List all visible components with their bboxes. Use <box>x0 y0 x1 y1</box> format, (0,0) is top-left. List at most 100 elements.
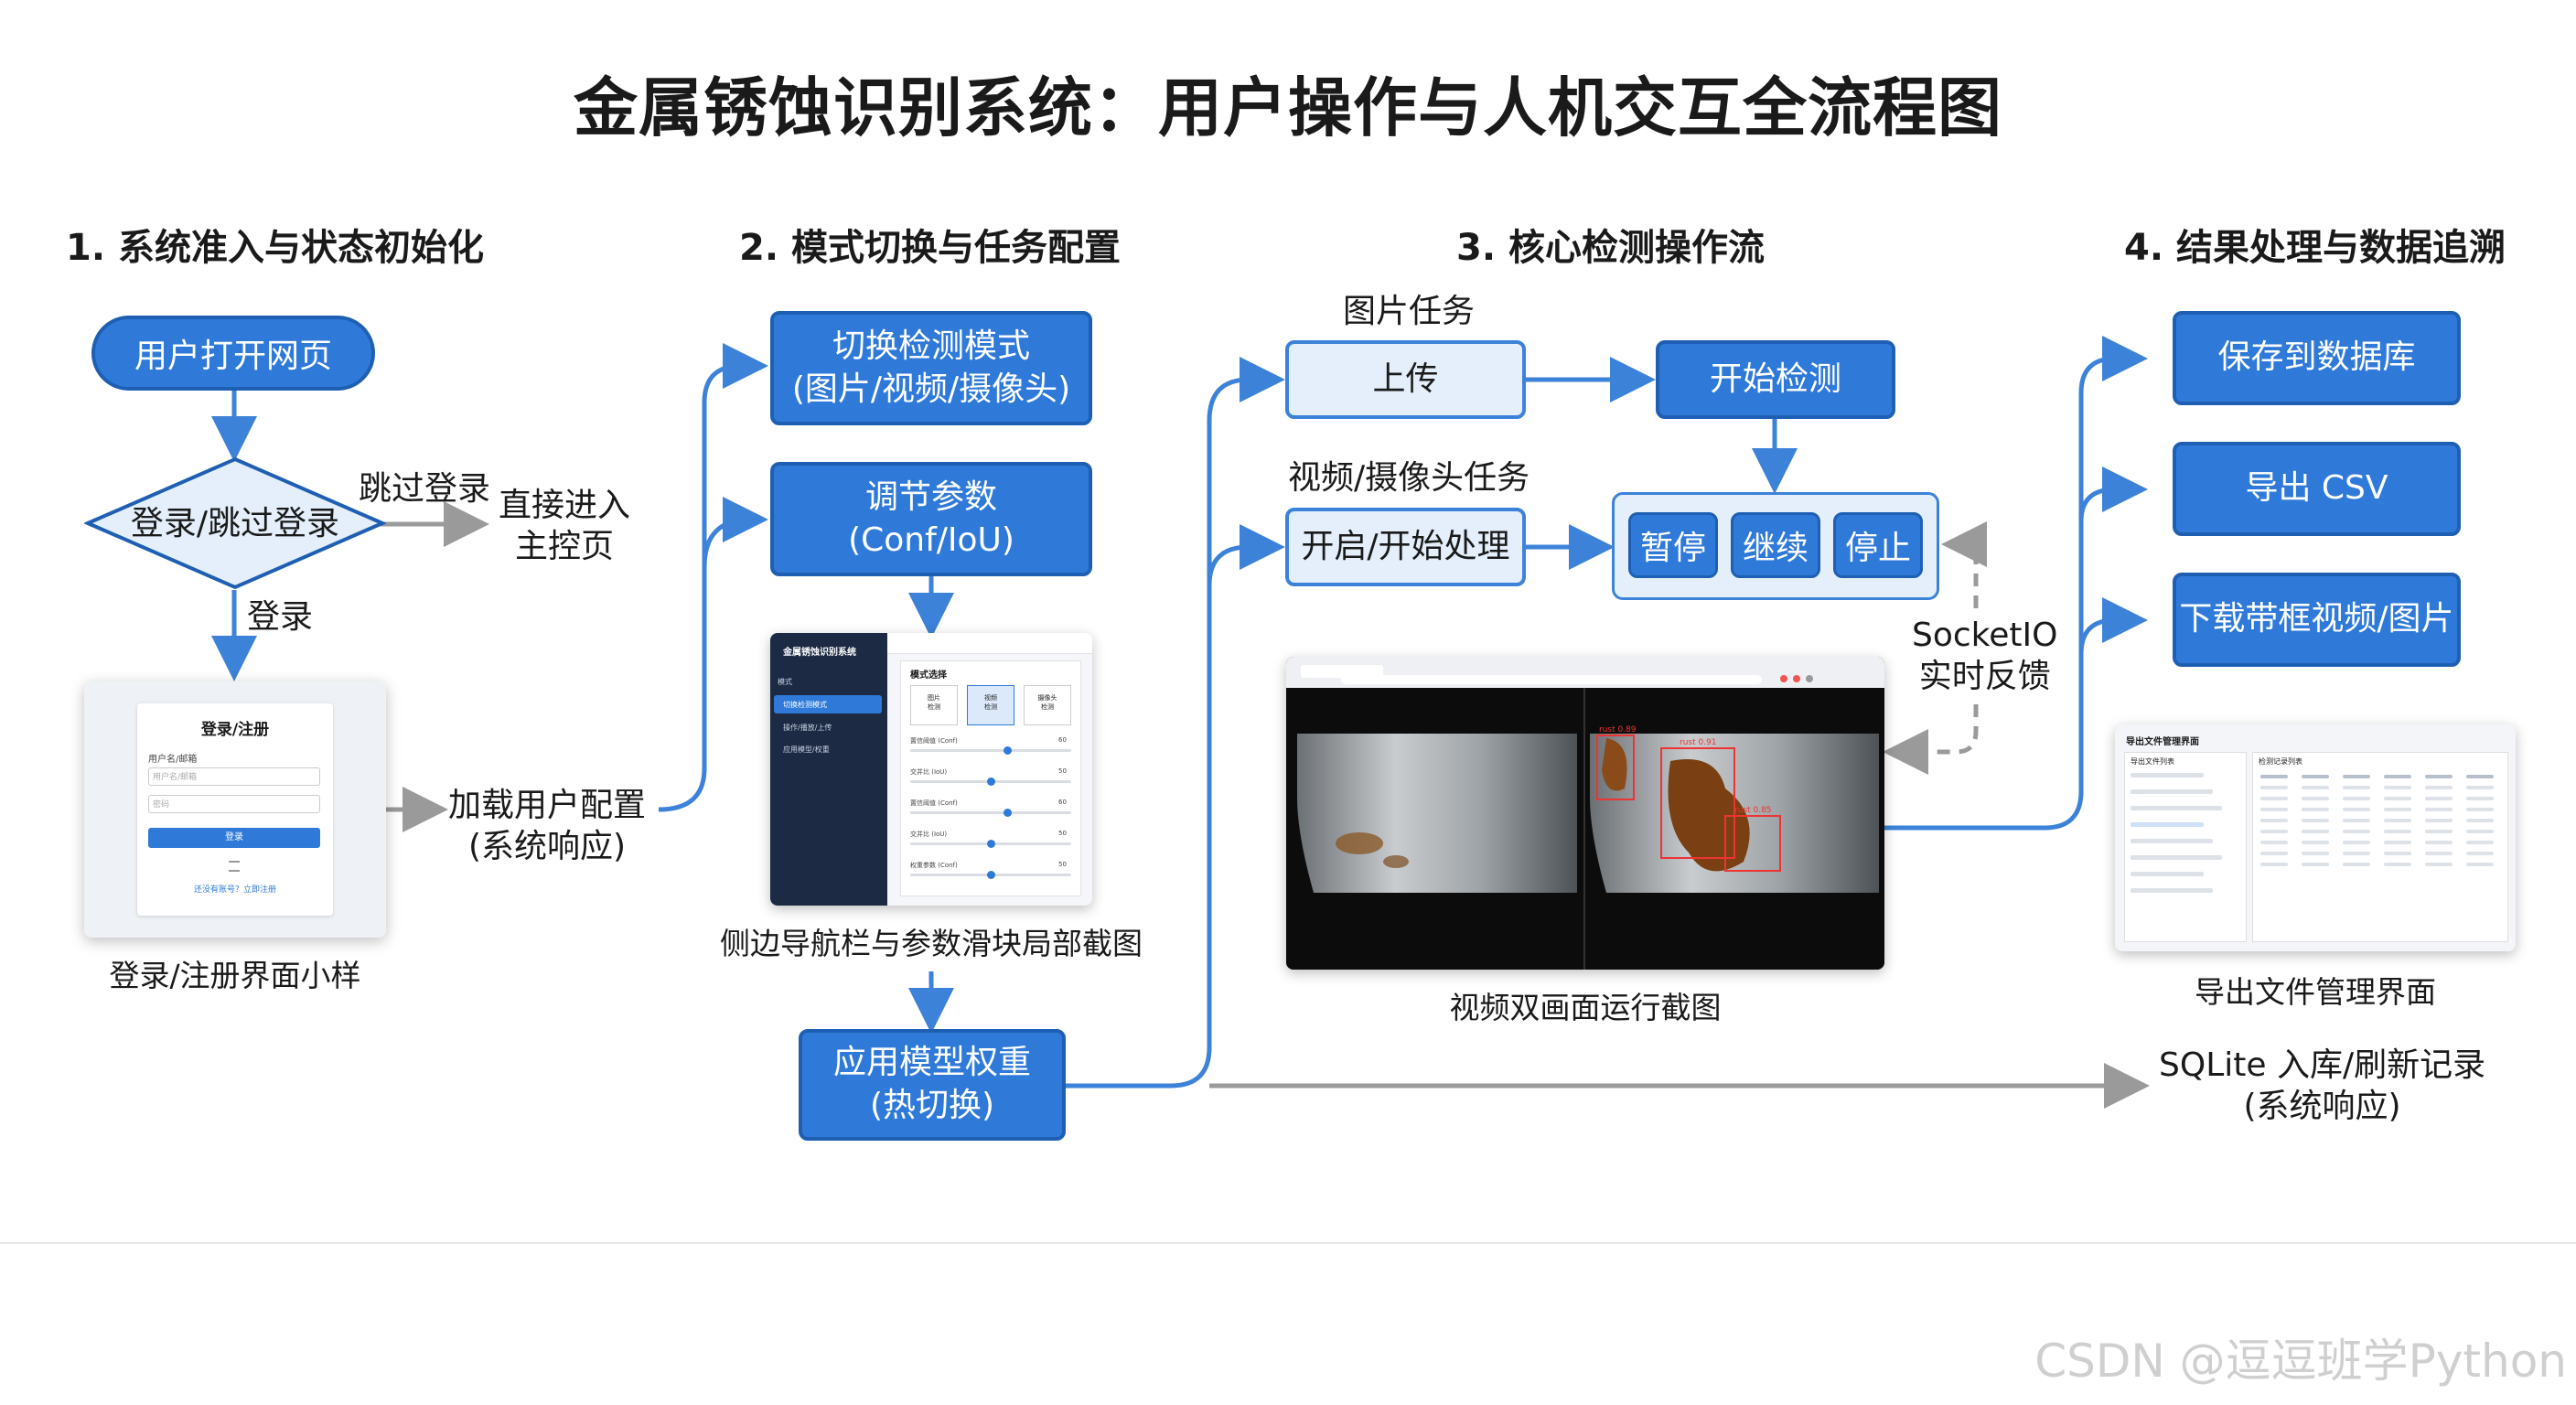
mini-table-header-cell <box>2425 775 2453 778</box>
switch-mode-node: 切换检测模式 (图片/视频/摄像头) <box>770 311 1092 425</box>
apply-weights-line2: (热切换) <box>869 1087 995 1124</box>
arrow-apply-to-upload <box>1066 357 1285 1089</box>
mini-browser-bar <box>1286 657 1884 689</box>
video-dual-screenshot: rust 0.91 rust 0.89 rust 0.85 <box>1286 657 1884 970</box>
start-process-node: 开启/开始处理 <box>1285 508 1526 586</box>
pause-button[interactable]: 暂停 <box>1628 512 1718 578</box>
right-rust-patch <box>1668 759 1750 872</box>
mini-table-cell <box>2260 819 2288 822</box>
mini-table-cell <box>2302 819 2329 822</box>
mini-file-row[interactable] <box>2131 839 2213 843</box>
login-card-user-label: 用户名/邮箱 <box>148 755 198 765</box>
detect-box-2 <box>1724 815 1781 872</box>
mini-slider-handle[interactable] <box>987 840 995 848</box>
mini-slider-handle[interactable] <box>987 778 995 786</box>
sqlite-line2: (系统响应) <box>2243 1088 2401 1125</box>
login-card-user-input[interactable]: 用户名/邮箱 <box>148 767 320 786</box>
arrow-socket-to-video <box>1883 704 1979 775</box>
mini-slider-handle[interactable] <box>1003 809 1012 817</box>
mini-table-cell <box>2302 786 2329 789</box>
adjust-params-line2: (Conf/IoU) <box>848 520 1014 559</box>
login-decision-node <box>84 456 386 590</box>
mini-table-cell <box>2425 819 2453 822</box>
detect-label-1: rust 0.89 <box>1599 725 1637 735</box>
load-config-line2: (系统响应) <box>467 828 627 865</box>
adjust-params-node: 调节参数 (Conf/IoU) <box>770 462 1092 576</box>
mini-export-left-header: 导出文件列表 <box>2131 757 2174 766</box>
mini-table-cell <box>2384 841 2411 844</box>
left-rust-patch <box>1336 832 1383 854</box>
login-card-register-link[interactable]: 还没有账号？立即注册 <box>193 885 276 895</box>
mini-slider-handle[interactable] <box>987 871 995 879</box>
mini-table-header-cell <box>2466 775 2494 778</box>
mini-table-cell <box>2425 830 2453 833</box>
start-process-label: 开启/开始处理 <box>1301 527 1510 565</box>
login-card-submit-button[interactable]: 登录 <box>148 828 320 848</box>
mini-file-row[interactable] <box>2131 789 2213 794</box>
mini-table-cell <box>2260 808 2288 811</box>
mini-mode-image[interactable]: 图片 检测 <box>910 685 958 725</box>
mini-slider-label: 置信阈值 (Conf) <box>910 737 958 745</box>
socketio-line1: SocketIO <box>1912 617 2058 654</box>
mini-file-row[interactable] <box>2131 822 2204 827</box>
mini-table-cell <box>2302 830 2329 833</box>
resume-label: 继续 <box>1742 530 1809 567</box>
load-config-label: 加载用户配置 (系统响应) <box>448 785 646 867</box>
mini-table-header-cell <box>2302 775 2329 778</box>
mini-table-cell <box>2466 808 2494 811</box>
mini-slider-value: 60 <box>1058 736 1067 744</box>
mini-nav-item-active[interactable] <box>774 695 882 713</box>
mini-file-row[interactable] <box>2131 773 2204 778</box>
socketio-line2: 实时反馈 <box>1918 658 2051 695</box>
mini-table-cell <box>2425 852 2453 855</box>
mini-table-cell <box>2260 786 2288 789</box>
sqlite-label: SQLite 入库/刷新记录 (系统响应) <box>2159 1045 2485 1127</box>
mini-slider-label: 交并比 (IoU) <box>910 768 948 776</box>
mini-table-cell <box>2302 808 2329 811</box>
mini-table-cell <box>2384 786 2411 789</box>
save-db-node: 保存到数据库 <box>2173 311 2461 405</box>
mini-file-row[interactable] <box>2131 872 2204 876</box>
mini-slider-value: 50 <box>1058 830 1067 837</box>
direct-enter-line2: 主控页 <box>515 528 615 565</box>
stop-button[interactable]: 停止 <box>1833 512 1923 578</box>
mini-export-file-list: 导出文件列表 <box>2124 752 2247 942</box>
arrow-socket-to-controls <box>1941 521 1987 608</box>
mini-export-record-table: 检测记录列表 <box>2252 752 2508 942</box>
mini-table-cell <box>2343 808 2370 811</box>
mini-table-cell <box>2343 863 2370 866</box>
login-card-screenshot: 登录/注册 用户名/邮箱 用户名/邮箱 密码 登录 还没有账号？立即注册 <box>84 681 386 938</box>
mini-file-row[interactable] <box>2131 855 2222 860</box>
mini-table-cell <box>2384 852 2411 855</box>
mini-nav-item-3[interactable]: 应用模型/权重 <box>783 745 830 754</box>
mini-browser-tab <box>1301 665 1383 678</box>
mini-mode-camera[interactable]: 摄像头 检测 <box>1024 685 1071 725</box>
mini-dot-icon <box>1780 675 1787 682</box>
mini-slider-track[interactable] <box>910 749 1071 752</box>
mini-slider-label: 置信阈值 (Conf) <box>910 799 958 807</box>
upload-label: 上传 <box>1372 359 1439 398</box>
mini-file-row[interactable] <box>2131 806 2222 810</box>
mini-dot-icon <box>1806 675 1813 682</box>
login-card-password-input[interactable]: 密码 <box>148 795 320 813</box>
mini-slider-handle[interactable] <box>1003 746 1012 755</box>
mini-file-row[interactable] <box>2131 888 2213 893</box>
direct-enter-line1: 直接进入 <box>499 487 631 524</box>
mini-table-cell <box>2384 830 2411 833</box>
direct-enter-label: 直接进入 主控页 <box>499 485 630 567</box>
arrow-apply-to-process <box>1207 524 1285 586</box>
mini-table-cell <box>2466 819 2494 822</box>
mini-nav-item-0[interactable]: 模式 <box>778 678 792 686</box>
resume-button[interactable]: 继续 <box>1731 512 1820 578</box>
section-heading-3: 3. 核心检测操作流 <box>1456 227 1765 269</box>
mini-slider-value: 50 <box>1058 767 1067 775</box>
image-task-label: 图片任务 <box>1343 293 1476 330</box>
arrow-video-to-save <box>1884 336 2148 831</box>
mini-mode-video[interactable]: 视频 检测 <box>967 685 1014 725</box>
mini-table-header-cell <box>2384 775 2411 778</box>
mini-sidebar: 金属锈蚀识别系统 模式 切换检测模式 操作/播放/上传 应用模型/权重 <box>770 633 887 906</box>
mini-nav-item-2[interactable]: 操作/播放/上传 <box>783 724 832 732</box>
mini-table-cell <box>2343 830 2370 833</box>
mini-slider-track[interactable] <box>910 811 1071 814</box>
section-heading-1: 1. 系统准入与状态初始化 <box>66 227 484 269</box>
